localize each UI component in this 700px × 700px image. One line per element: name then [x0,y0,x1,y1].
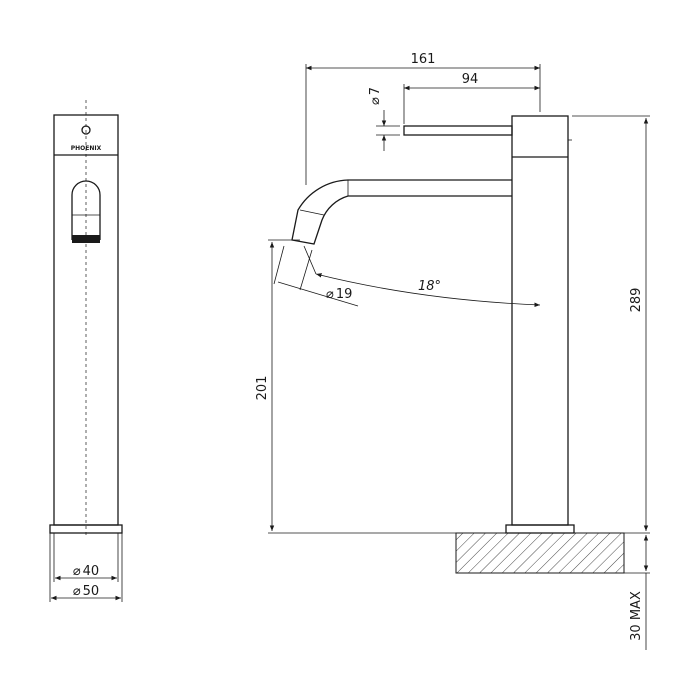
dim-289-label: 289 [629,288,644,313]
side-spout [291,179,512,245]
ext-line [299,249,313,291]
front-lever-pin [81,125,91,135]
angle-ref-line [303,245,317,275]
dim-30max-label: 30 MAX [629,591,644,641]
ext-line [273,245,285,285]
angle-label: 18° [418,279,441,294]
side-base-flange [505,524,575,534]
side-spout-seam [299,209,325,216]
dim-201-label: 201 [255,376,270,401]
dim-d7-label: ⌀7 [368,87,383,105]
dim-d40-label: ⌀40 [73,564,99,579]
front-aerator [72,235,100,243]
countertop-hatch [455,532,625,574]
side-view: 161 94 ⌀7 ⌀19 18° 201 289 30 MAX [255,52,650,650]
dim-d50-label: ⌀50 [73,584,99,599]
side-body [511,115,569,526]
side-lever-handle [403,125,513,136]
front-view: PHOENIX ⌀40 ⌀50 [49,100,123,602]
brand-label: PHOENIX [71,145,102,152]
dim-94-label: 94 [462,72,479,87]
front-body [53,114,119,526]
dim-161-label: 161 [411,52,436,67]
front-base-flange [49,524,123,534]
angle-arc [315,273,541,308]
front-spout [71,180,101,240]
dim-d19-label: ⌀19 [326,287,352,302]
